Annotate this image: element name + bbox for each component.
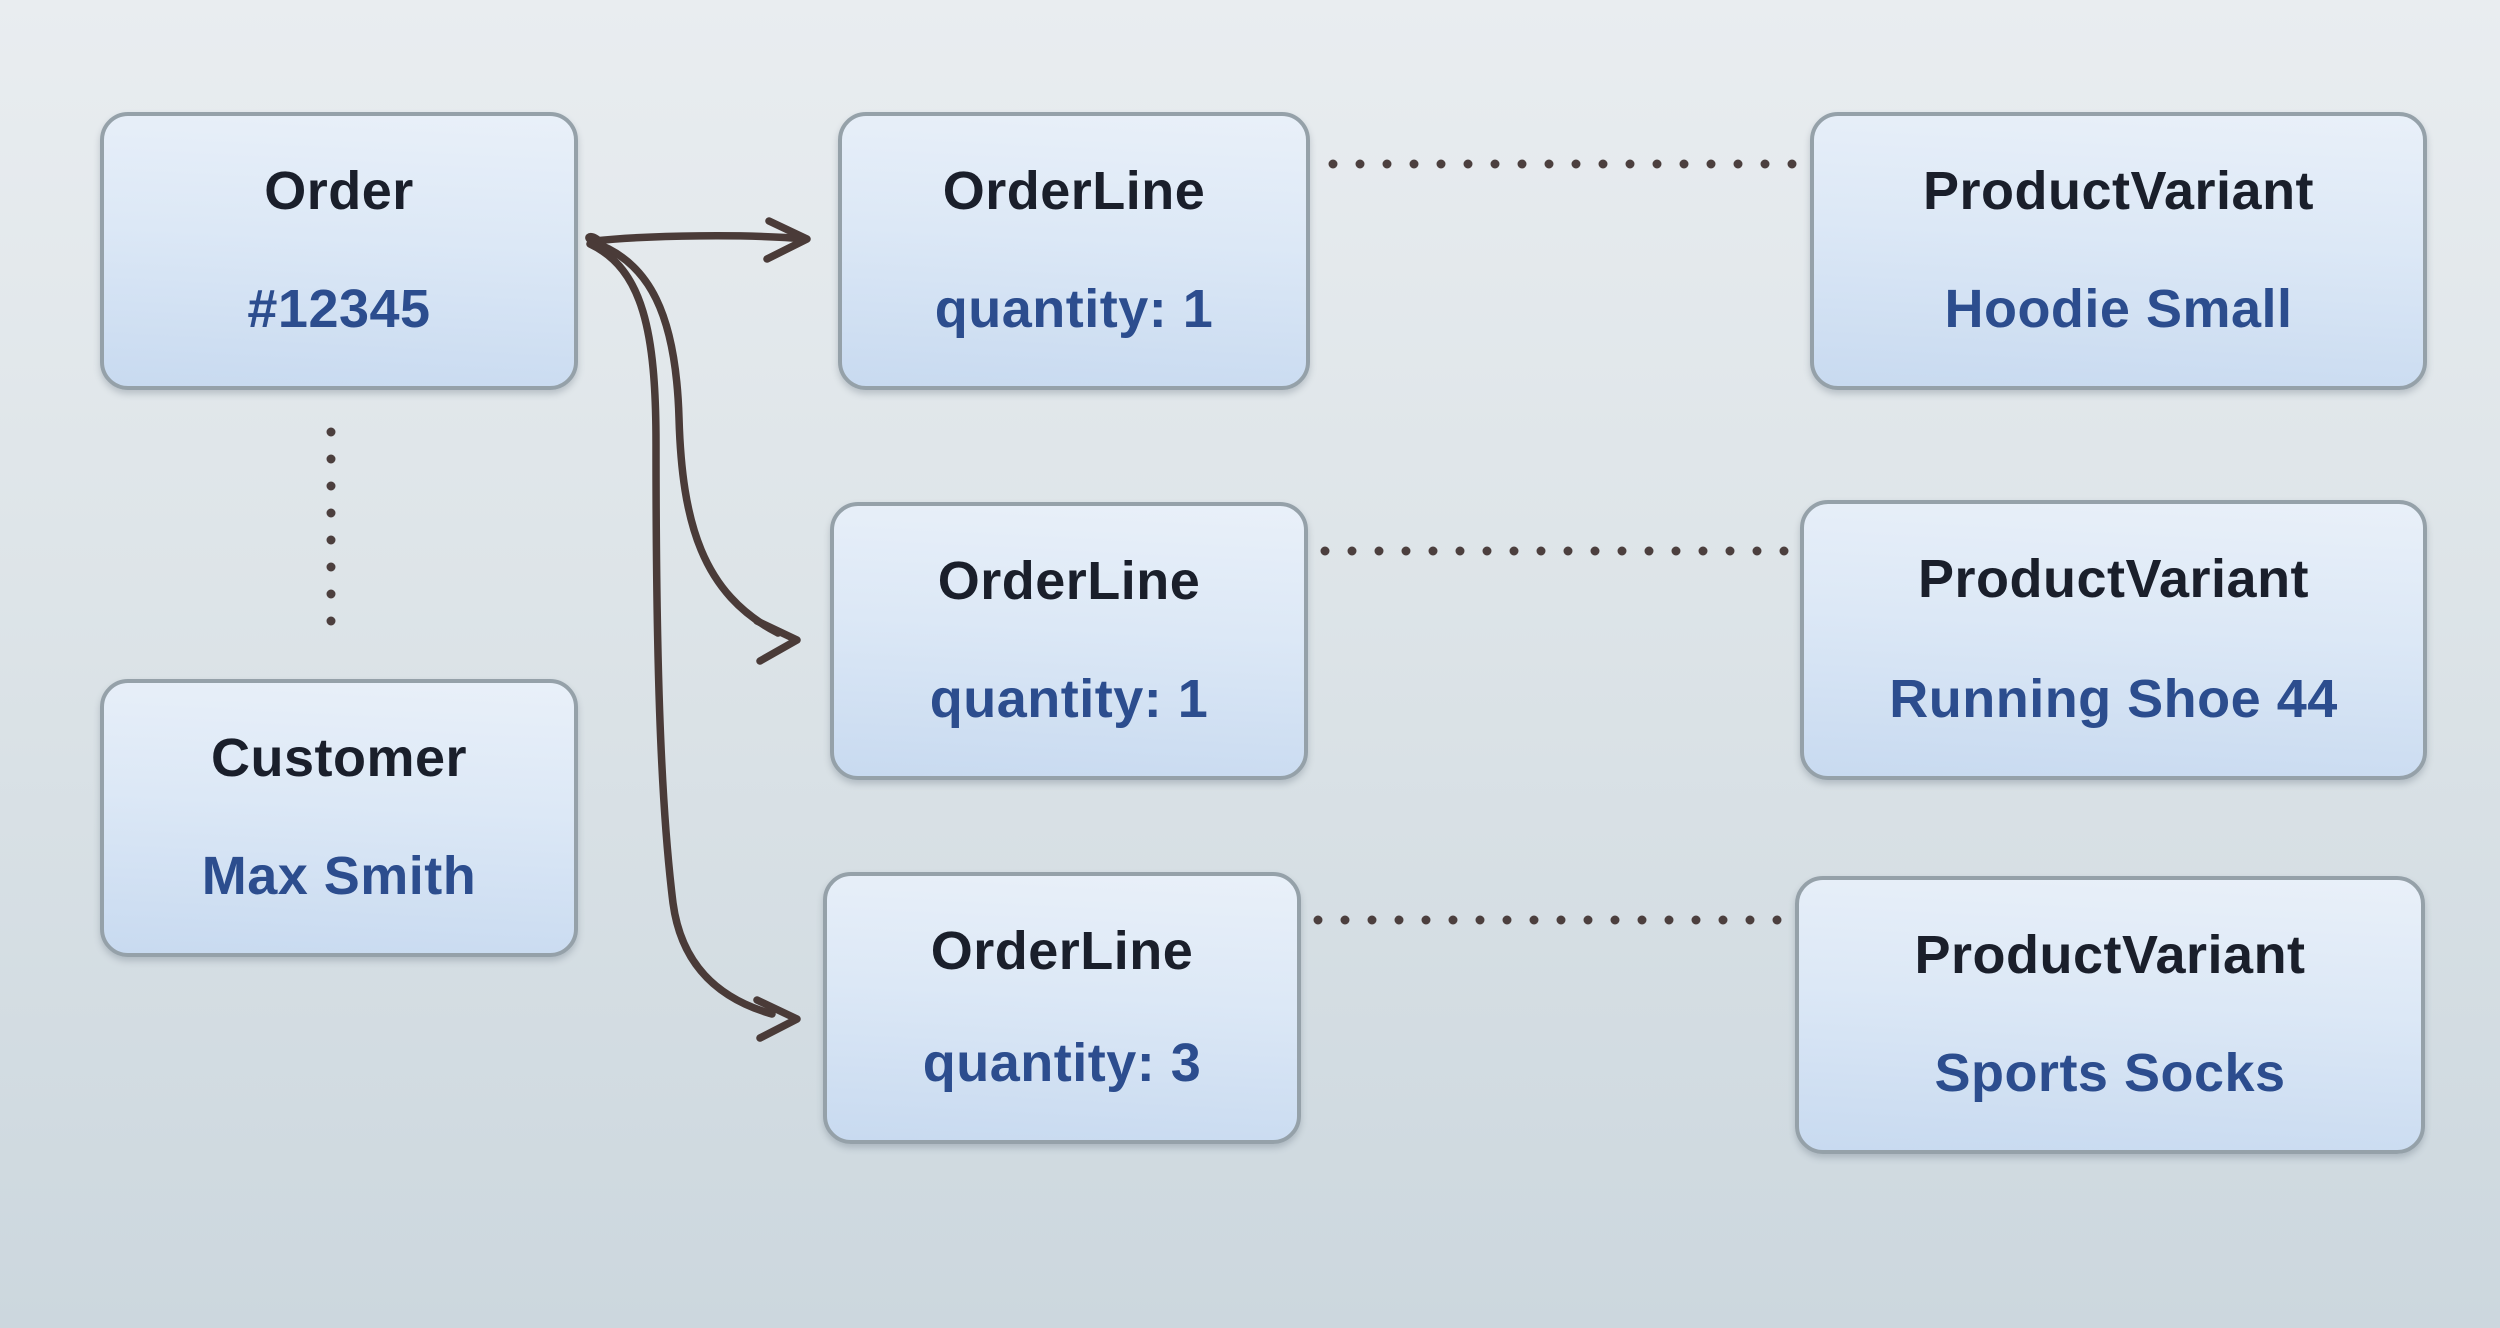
node-value: #12345 <box>247 279 431 339</box>
node-title: Customer <box>210 728 468 788</box>
node-title: ProductVariant <box>1922 161 2315 221</box>
node-orderline-3: OrderLine quantity: 3 <box>823 872 1301 1144</box>
node-value: quantity: 3 <box>922 1033 1202 1093</box>
node-productvariant-3: ProductVariant Sports Socks <box>1795 876 2425 1154</box>
node-title: OrderLine <box>930 921 1194 981</box>
node-customer: Customer Max Smith <box>100 679 578 957</box>
node-orderline-1: OrderLine quantity: 1 <box>838 112 1310 390</box>
node-title: OrderLine <box>937 551 1201 611</box>
arrow-order-orderline3 <box>586 240 801 1042</box>
node-value: Hoodie Small <box>1944 279 2293 339</box>
node-order: Order #12345 <box>100 112 578 390</box>
node-value: Max Smith <box>201 846 477 906</box>
node-value: Sports Socks <box>1934 1043 2286 1103</box>
node-value: quantity: 1 <box>929 669 1209 729</box>
node-title: OrderLine <box>942 161 1206 221</box>
node-value: Running Shoe 44 <box>1889 669 2338 729</box>
arrow-order-orderline2 <box>588 238 801 665</box>
node-title: ProductVariant <box>1917 549 2310 609</box>
arrow-order-orderline1 <box>585 217 811 263</box>
node-productvariant-1: ProductVariant Hoodie Small <box>1810 112 2427 390</box>
node-title: ProductVariant <box>1914 925 2306 985</box>
node-orderline-2: OrderLine quantity: 1 <box>830 502 1308 780</box>
node-title: Order <box>264 161 414 221</box>
node-productvariant-2: ProductVariant Running Shoe 44 <box>1800 500 2427 780</box>
node-value: quantity: 1 <box>934 279 1214 339</box>
